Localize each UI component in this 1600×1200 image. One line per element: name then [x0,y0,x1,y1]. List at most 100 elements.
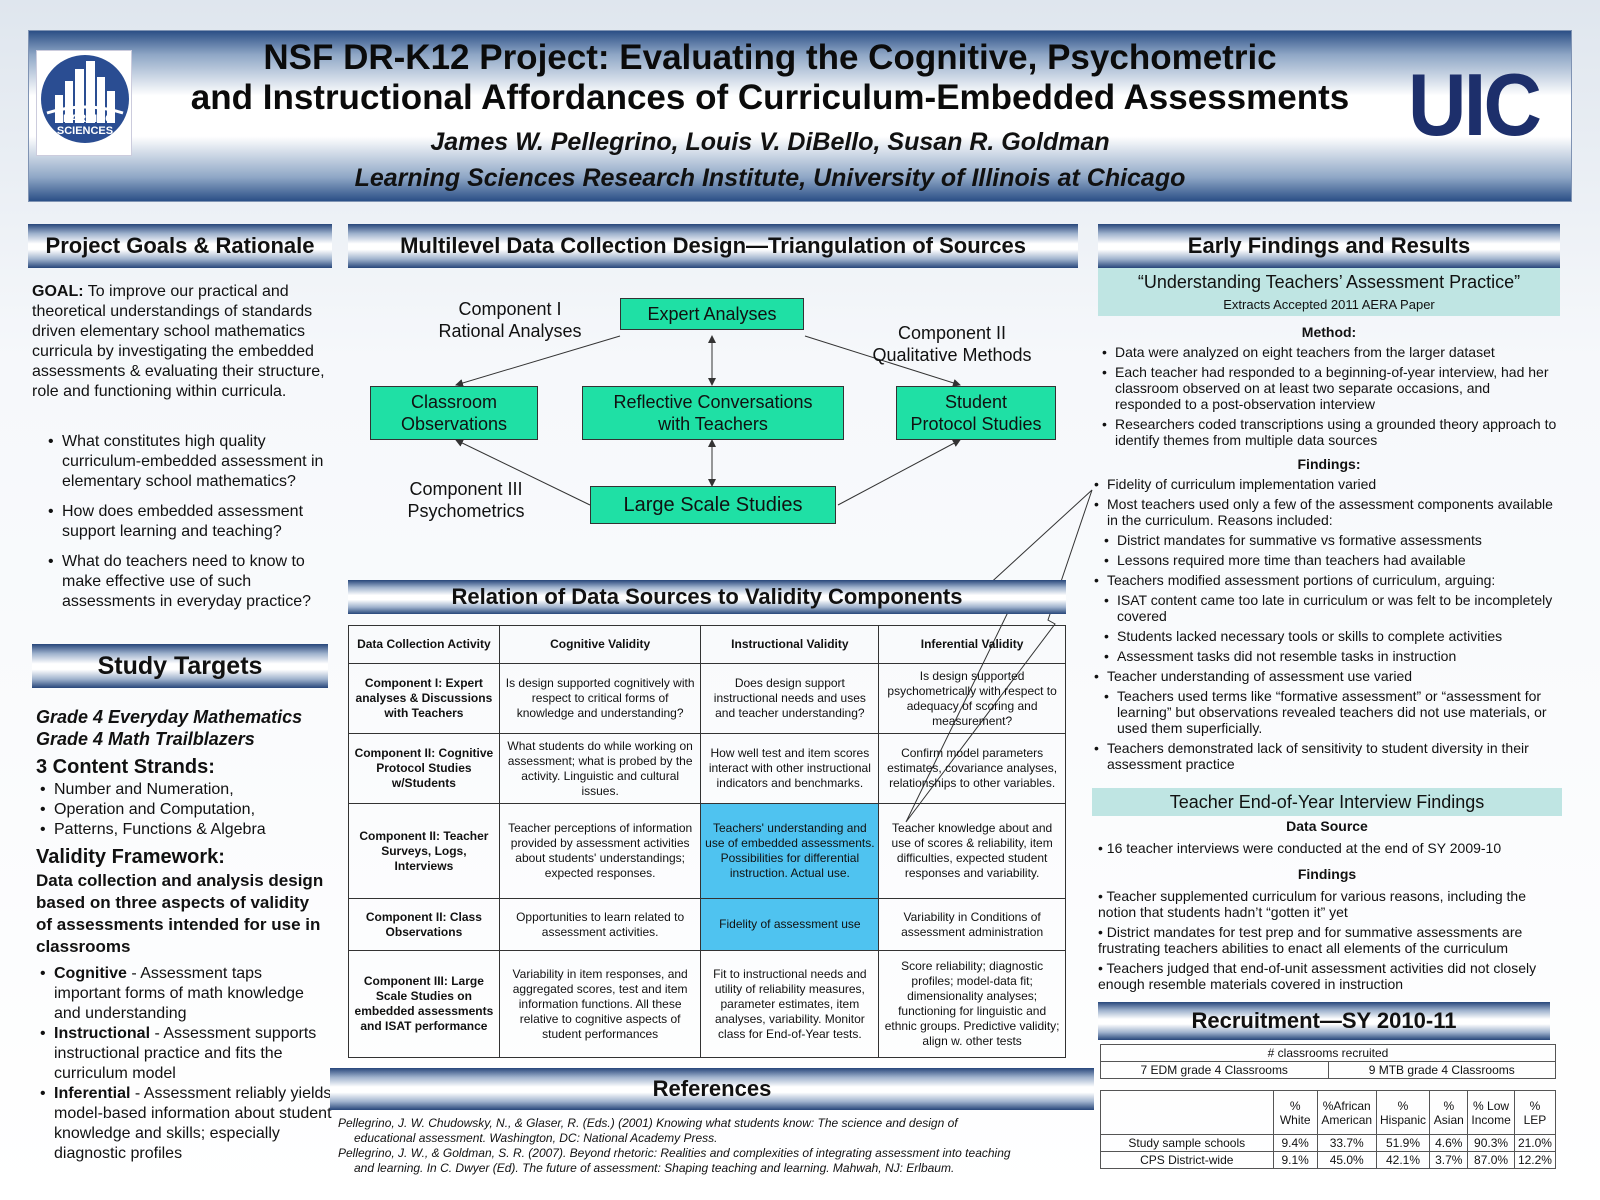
eoy-heading: Teacher End-of-Year Interview Findings [1092,788,1562,816]
eoy-finding-item: • Teacher supplemented curriculum for va… [1098,888,1526,920]
table-row: Study sample schools 9.4% 33.7% 51.9% 4.… [1100,1134,1557,1152]
finding-item: Most teachers used only a few of the ass… [1092,496,1560,528]
learning-sciences-logo: LEARNING SCIENCES [36,50,132,156]
classrooms-table: # classrooms recruited 7 EDM grade 4 Cla… [1100,1044,1556,1079]
column-header: %Asian [1429,1090,1469,1135]
eoy-finding-item: • Teachers judged that end-of-unit asses… [1098,960,1537,992]
method-list: Data were analyzed on eight teachers fro… [1100,344,1558,452]
logo-text: LEARNING SCIENCES [56,113,114,137]
table-row: Component III: Large Scale Studies on em… [348,950,1066,1058]
strand-item: Patterns, Functions & Algebra [40,820,330,840]
goal-text: To improve our practical and theoretical… [32,283,325,400]
finding-item: Teacher understanding of assessment use … [1092,668,1560,684]
table-row: Component II: Teacher Surveys, Logs, Int… [348,803,1066,899]
data-source-text: • 16 teacher interviews were conducted a… [1098,840,1502,856]
goals-heading: Project Goals & Rationale [28,224,332,268]
table-header-row: Data Collection Activity Cognitive Valid… [348,625,1066,664]
reference-item: Pellegrino, J. W., & Goldman, S. R. (200… [338,1146,1011,1175]
relation-heading: Relation of Data Sources to Validity Com… [348,580,1066,614]
design-heading: Multilevel Data Collection Design—Triang… [348,224,1078,268]
method-label: Method: [1301,324,1357,340]
findings-label: Findings: [1297,456,1361,472]
finding-subitem: ISAT content came too late in curriculum… [1102,592,1560,624]
table-row: CPS District-wide 9.1% 45.0% 42.1% 3.7% … [1100,1151,1557,1169]
uic-logo: UIC [1408,55,1542,154]
strands-heading: 3 Content Strands: [36,756,215,778]
finding-item: Teachers demonstrated lack of sensitivit… [1092,740,1560,772]
table-row: Component II: Class Observations Opportu… [348,898,1066,951]
strand-item: Number and Numeration, [40,780,330,800]
table-row: Component I: Expert analyses & Discussio… [348,663,1066,734]
method-item: Data were analyzed on eight teachers fro… [1100,344,1558,360]
paper-title: “Understanding Teachers’ Assessment Prac… [1137,272,1521,292]
institution: Learning Sciences Research Institute, Un… [354,164,1186,192]
finding-subitem: Teachers used terms like “formative asse… [1102,688,1560,736]
strand-item: Operation and Computation, [40,800,330,820]
references-heading: References [330,1068,1094,1110]
reference-item: Pellegrino, J. W. Chudowsky, N., & Glase… [338,1116,958,1145]
goal-label: GOAL: [32,283,84,300]
finding-subitem: Students lacked necessary tools or skill… [1102,628,1560,644]
aspect-item: Cognitive - Assessment taps important fo… [40,964,332,1024]
large-scale-studies-box: Large Scale Studies [590,486,836,524]
method-item: Each teacher had responded to a beginnin… [1100,364,1558,412]
targets-heading: Study Targets [32,644,328,688]
goal-questions: What constitutes high quality curriculum… [48,432,332,612]
finding-item: Fidelity of curriculum implementation va… [1092,476,1560,492]
column-header: Cognitive Validity [498,625,702,664]
goal-paragraph: GOAL: To improve our practical and theor… [32,282,332,402]
title-banner [28,30,1572,202]
method-item: Researchers coded transcriptions using a… [1100,416,1558,448]
finding-item: Teachers modified assessment portions of… [1092,572,1560,588]
question-item: What do teachers need to know to make ef… [48,552,332,612]
validity-table: Data Collection Activity Cognitive Valid… [348,625,1066,1058]
paper-title-box: “Understanding Teachers’ Assessment Prac… [1098,268,1560,316]
strands-list: Number and Numeration, Operation and Com… [40,780,330,840]
paper-subtitle: Extracts Accepted 2011 AERA Paper [1223,297,1435,312]
expert-analyses-box: Expert Analyses [620,298,804,330]
finding-subitem: Assessment tasks did not resemble tasks … [1102,648,1560,664]
data-source-label: Data Source [1286,818,1368,834]
findings-list: Fidelity of curriculum implementation va… [1092,476,1560,776]
curriculum-item: Grade 4 Math Trailblazers [36,729,255,749]
eoy-findings-list: • Teacher supplemented curriculum for va… [1098,888,1560,992]
poster-title-line2: and Instructional Affordances of Curricu… [190,78,1350,117]
validity-aspects: Cognitive - Assessment taps important fo… [40,964,332,1164]
classrooms-header: # classrooms recruited [1100,1044,1556,1062]
classrooms-cell: 7 EDM grade 4 Classrooms [1100,1061,1329,1079]
validity-heading: Validity Framework: [36,846,225,868]
column-header: Instructional Validity [700,625,880,664]
validity-description: Data collection and analysis design base… [36,871,324,956]
authors: James W. Pellegrino, Louis V. DiBello, S… [430,128,1110,156]
aspect-item: Inferential - Assessment reliably yields… [40,1084,332,1164]
classrooms-cell: 9 MTB grade 4 Classrooms [1327,1061,1556,1079]
references-list: Pellegrino, J. W. Chudowsky, N., & Glase… [338,1116,1108,1176]
poster-title-line1: NSF DR-K12 Project: Evaluating the Cogni… [263,38,1277,77]
question-item: What constitutes high quality curriculum… [48,432,332,492]
eoy-finding-item: • District mandates for test prep and fo… [1098,924,1523,956]
column-header: %Hispanic [1375,1090,1431,1135]
curriculum-item: Grade 4 Everyday Mathematics [36,707,303,727]
highlighted-cell: Fidelity of assessment use [700,898,880,951]
column-header: Data Collection Activity [348,625,500,664]
finding-subitem: District mandates for summative vs forma… [1102,532,1560,548]
table-row: Component II: Cognitive Protocol Studies… [348,733,1066,804]
column-header: %LEP [1513,1090,1557,1135]
finding-subitem: Lessons required more time than teachers… [1102,552,1560,568]
highlighted-cell: Teachers' understanding and use of embed… [700,803,880,899]
aspect-item: Instructional - Assessment supports inst… [40,1024,332,1084]
findings-heading: Early Findings and Results [1098,224,1560,268]
eoy-findings-label: Findings [1297,866,1357,882]
recruitment-heading: Recruitment—SY 2010-11 [1098,1002,1550,1040]
question-item: How does embedded assessment support lea… [48,502,332,542]
